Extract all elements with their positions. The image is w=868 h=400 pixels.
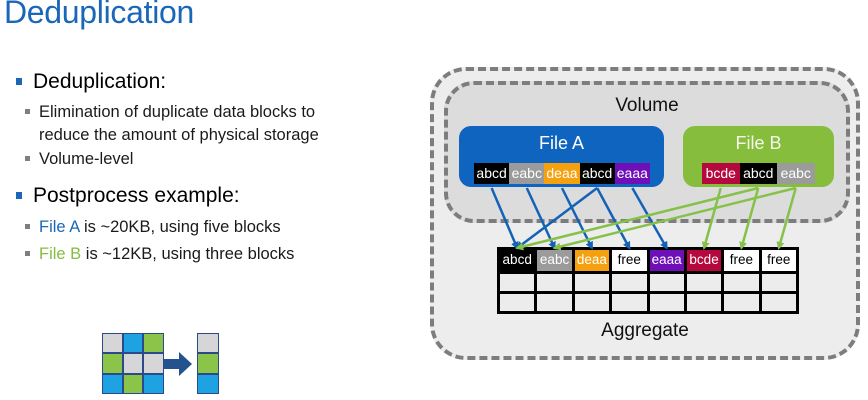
file-a-title: File A	[538, 133, 585, 153]
sub-bullet-square-icon	[25, 224, 30, 229]
aggregate-empty-block	[686, 294, 722, 311]
aggregate-empty-block	[724, 274, 759, 291]
aggregate-empty-block	[761, 294, 796, 311]
bullet-text: Postprocess example:	[33, 184, 240, 207]
aggregate-empty-block	[649, 274, 684, 291]
file-block-deaa: deaa	[544, 163, 580, 184]
aggregate-block-bcde: bcde	[686, 250, 722, 271]
sub-bullet-square-icon	[25, 109, 30, 114]
icon-cell-gray	[198, 334, 218, 353]
block-grid-icon	[102, 333, 164, 394]
aggregate-empty-block	[537, 294, 572, 311]
sub-bullet-square-icon	[25, 156, 30, 161]
sub-bullet-rest: is ~20KB, using five blocks	[79, 218, 281, 236]
sub-bullet-rest: is ~12KB, using three blocks	[81, 245, 295, 263]
aggregate-empty-block	[574, 294, 610, 311]
deduplication-icon	[102, 333, 222, 395]
aggregate-block-free: free	[724, 250, 759, 271]
aggregate-block-eabc: eabc	[537, 250, 572, 271]
icon-cell-blue	[144, 374, 163, 393]
block-column-icon	[197, 333, 219, 394]
sub-bullet-text: Volume-level	[39, 150, 134, 168]
file-block-eaaa: eaaa	[614, 163, 650, 184]
aggregate-empty-block	[724, 294, 759, 311]
file-block-eabc: eabc	[509, 163, 545, 184]
slide-title: Deduplication	[4, 0, 195, 30]
aggregate-empty-block	[574, 274, 610, 291]
arrow-right-icon	[164, 359, 180, 369]
icon-cell-blue	[198, 374, 218, 393]
aggregate-block-deaa: deaa	[574, 250, 610, 271]
file-block-abcd: abcd	[474, 163, 510, 184]
file-block-bcde: bcde	[702, 163, 740, 184]
aggregate-empty-block	[500, 294, 535, 311]
icon-cell-gray	[144, 354, 163, 373]
aggregate-block-abcd: abcd	[500, 250, 535, 271]
volume-label: Volume	[615, 95, 679, 116]
bullet-square-icon	[16, 78, 22, 85]
aggregate-block-free: free	[761, 250, 796, 271]
icon-cell-gray	[123, 354, 143, 373]
icon-cell-green	[123, 374, 143, 393]
file-b-title: File B	[735, 133, 782, 153]
icon-cell-gray	[103, 334, 122, 353]
aggregate-empty-block	[649, 294, 684, 311]
sub-bullet-text: File B is ~12KB, using three blocks	[39, 245, 294, 264]
file-block-abcd: abcd	[579, 163, 615, 184]
file-block-abcd: abcd	[739, 163, 777, 184]
bullet-text: Deduplication:	[33, 70, 167, 93]
file-block-eabc: eabc	[777, 163, 815, 184]
icon-cell-green	[103, 354, 122, 373]
icon-cell-green	[144, 334, 163, 353]
sub-bullet-text: File A is ~20KB, using five blocks	[39, 218, 281, 237]
aggregate-block-eaaa: eaaa	[649, 250, 684, 271]
file-a-highlight: File A	[39, 218, 80, 236]
aggregate-empty-block	[612, 294, 647, 311]
aggregate-empty-block	[686, 274, 722, 291]
icon-cell-blue	[123, 334, 143, 353]
aggregate-empty-block	[537, 274, 572, 291]
aggregate-label: Aggregate	[601, 320, 689, 341]
aggregate-empty-block	[612, 274, 647, 291]
icon-cell-blue	[103, 374, 122, 393]
bullet-square-icon	[16, 192, 22, 199]
sub-bullet-text: Elimination of duplicate data blocks to	[39, 103, 316, 121]
sub-bullet-square-icon	[25, 251, 30, 256]
sub-bullet-text: reduce the amount of physical storage	[39, 126, 319, 144]
aggregate-empty-block	[500, 274, 535, 291]
icon-cell-green	[198, 354, 218, 373]
aggregate-block-free: free	[612, 250, 647, 271]
file-b-highlight: File B	[39, 245, 82, 263]
arrow-head-icon	[179, 352, 192, 376]
aggregate-empty-block	[761, 274, 796, 291]
